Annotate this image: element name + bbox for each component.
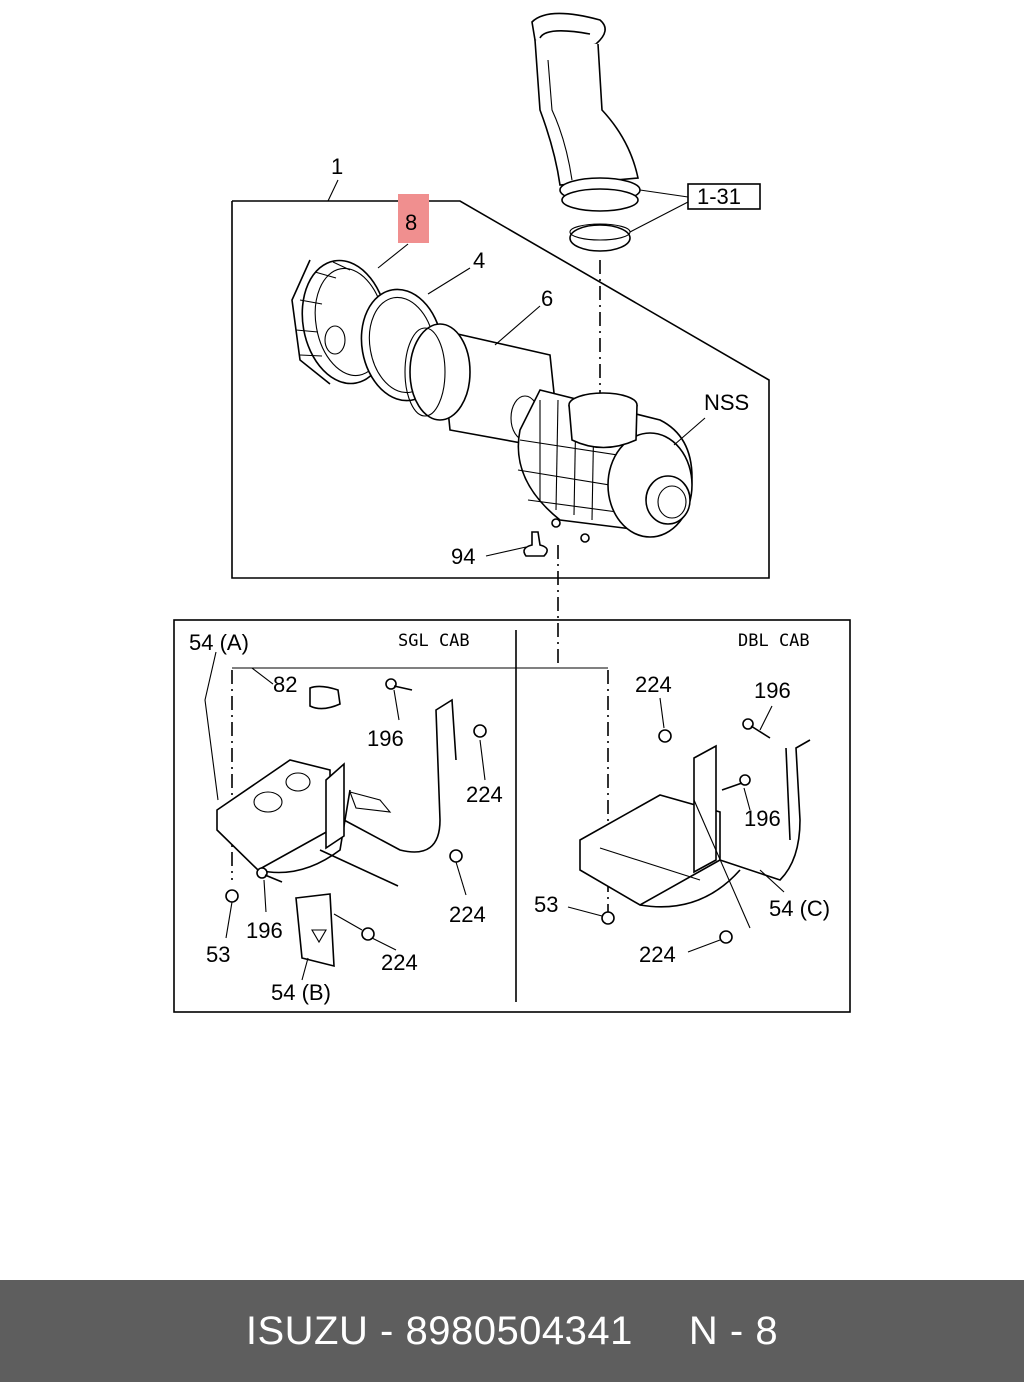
diagram-reference: N - 8 <box>688 1308 779 1353</box>
brand-name: ISUZU <box>245 1308 369 1353</box>
footer-bar: ISUZU - 8980504341 N - 8 <box>0 1280 1024 1382</box>
callout-ref: 1-31 <box>697 184 741 209</box>
callout-nss: NSS <box>704 390 749 415</box>
callout-6: 6 <box>541 286 553 311</box>
callout-196-sgl-lower: 196 <box>246 918 283 943</box>
intake-duct <box>531 12 641 252</box>
parts-diagram: 1 8 4 6 NSS 94 1-31 <box>173 12 851 1013</box>
callout-224-sgl-right: 224 <box>466 782 503 807</box>
dust-valve <box>523 531 548 557</box>
highlight-box <box>398 194 429 243</box>
callout-54b: 54 (B) <box>271 980 331 1005</box>
callout-1: 1 <box>331 154 343 179</box>
sgl-cab-header: SGL CAB <box>398 631 470 651</box>
callout-196-dbl-top: 196 <box>754 678 791 703</box>
dbl-cab-header: DBL CAB <box>738 631 810 651</box>
dbl-bracket <box>579 739 811 908</box>
mounting-frame <box>173 619 851 1013</box>
callout-53-dbl: 53 <box>534 892 558 917</box>
callout-4: 4 <box>473 248 485 273</box>
callout-224-sgl-mid: 224 <box>449 902 486 927</box>
callout-54a: 54 (A) <box>189 630 249 655</box>
footer-separator: - <box>380 1308 394 1353</box>
callout-8: 8 <box>405 210 417 235</box>
sgl-hardware <box>225 678 487 941</box>
callout-82: 82 <box>273 672 297 697</box>
dbl-hardware <box>601 718 771 944</box>
ref-box <box>687 183 761 210</box>
sgl-bracket <box>216 685 457 968</box>
callout-196-sgl-upper: 196 <box>367 726 404 751</box>
callout-224-dbl-bottom: 224 <box>639 942 676 967</box>
callout-54c: 54 (C) <box>769 896 830 921</box>
air-cleaner-body <box>517 389 693 543</box>
callout-53-sgl: 53 <box>206 942 230 967</box>
callout-224-dbl-top: 224 <box>635 672 672 697</box>
callout-224-sgl-lower: 224 <box>381 950 418 975</box>
part-number: 8980504341 <box>405 1308 633 1353</box>
callout-94: 94 <box>451 544 475 569</box>
callout-196-dbl-mid: 196 <box>744 806 781 831</box>
